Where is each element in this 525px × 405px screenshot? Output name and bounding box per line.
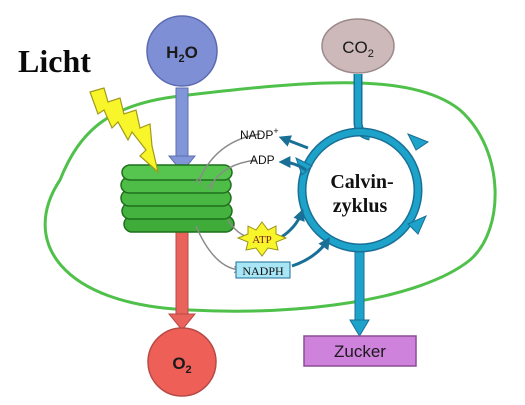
co2-label-sub: 2 — [368, 48, 374, 60]
water-label-o: O — [185, 43, 198, 62]
light-title: Licht — [18, 43, 91, 79]
oxygen-output: O2 — [147, 231, 217, 397]
nadp-label-base: NADP — [240, 128, 273, 142]
calvin-label-line2: zyklus — [333, 195, 388, 217]
sugar-label: Zucker — [334, 342, 386, 361]
svg-text:H2O: H2O — [166, 43, 198, 65]
water-input: H2O — [146, 15, 218, 173]
atp-badge: ATP — [236, 221, 288, 257]
lightning-icon — [89, 87, 160, 174]
nadph-box: NADPH — [235, 261, 291, 279]
nadp-label-sup: + — [273, 126, 278, 136]
co2-input: CO2 — [321, 18, 395, 74]
thylakoid-stack — [120, 164, 235, 233]
water-label-sub: 2 — [178, 53, 184, 65]
calvin-label-line1: Calvin- — [330, 171, 393, 193]
nadp-label: NADP+ — [240, 126, 279, 142]
sugar-arrow — [349, 249, 370, 337]
nadph-label: NADPH — [242, 264, 284, 278]
sugar-box: Zucker — [303, 335, 417, 367]
oxygen-label-base: O — [172, 354, 185, 373]
water-label-h: H — [166, 43, 178, 62]
adp-label: ADP — [250, 153, 275, 167]
co2-label-base: CO — [342, 38, 368, 57]
oxygen-label-sub: 2 — [186, 364, 192, 376]
calvin-cycle: Calvin- zyklus — [295, 127, 430, 253]
svg-text:O2: O2 — [172, 354, 191, 376]
svg-text:CO2: CO2 — [342, 38, 374, 60]
atp-label: ATP — [252, 234, 272, 246]
